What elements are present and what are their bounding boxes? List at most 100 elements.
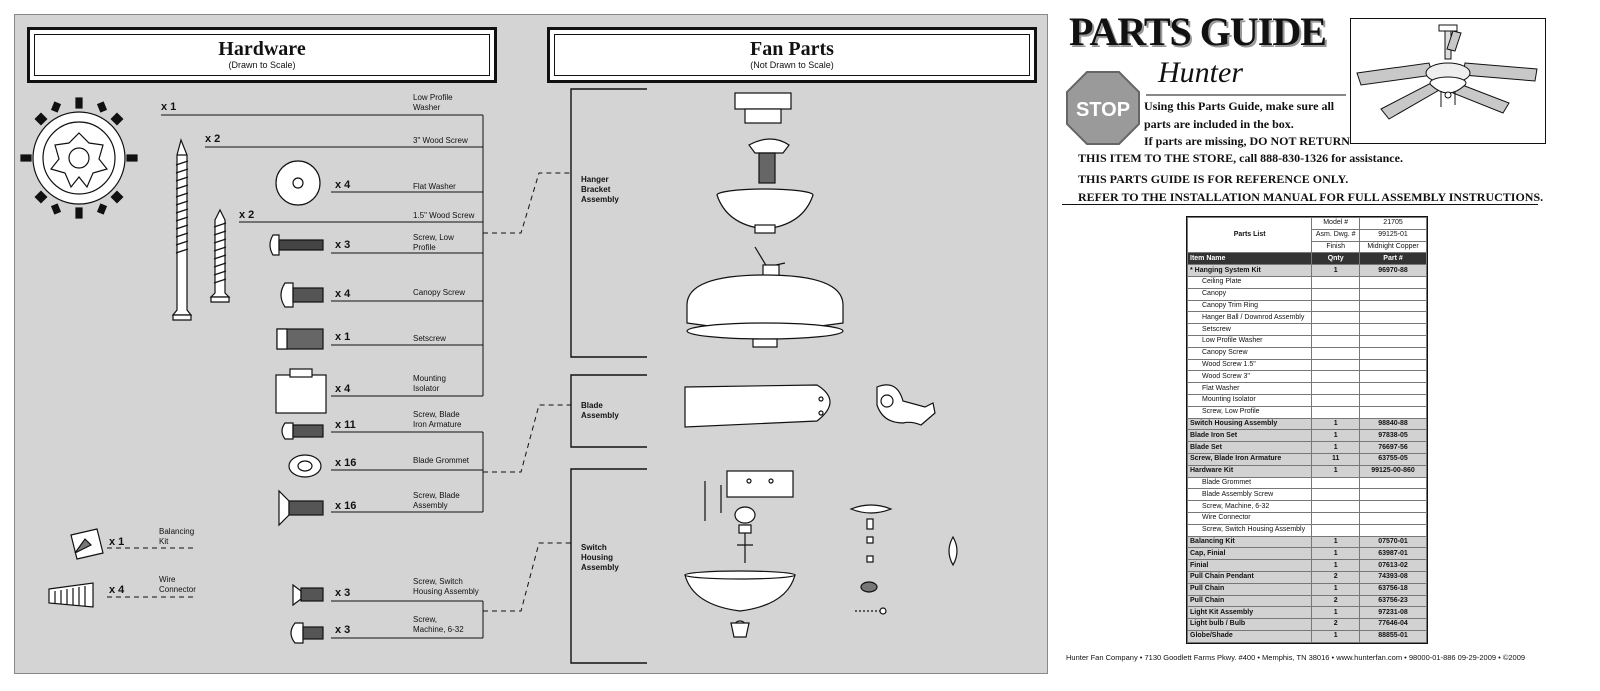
parts-cell-qty: 2 — [1311, 618, 1361, 631]
hardware-title: Hardware — [218, 38, 306, 60]
label-wood-screw-15in: 1.5" Wood Screw — [413, 211, 475, 220]
parts-cell-qty — [1311, 287, 1361, 301]
qty-low-profile-washer: x 1 — [161, 101, 177, 113]
parts-cell-part: 96970-88 — [1359, 264, 1427, 277]
parts-cell-name: Screw, Switch Housing Assembly — [1186, 523, 1313, 537]
logo-rule — [1146, 94, 1346, 96]
parts-cell-qty: 1 — [1311, 417, 1361, 431]
parts-cell-part: 63756-23 — [1359, 594, 1427, 608]
parts-cell-qty — [1311, 382, 1361, 395]
label-mounting-isolator-b: Isolator — [413, 384, 440, 393]
parts-cell-name: Wire Connector — [1186, 511, 1313, 525]
stop-sign-icon: STOP — [1066, 71, 1140, 145]
parts-cell-name: Flat Washer — [1186, 382, 1313, 395]
label-screw-blade-assembly-a: Screw, Blade — [413, 491, 460, 500]
label-wood-screw-3in: 3" Wood Screw — [413, 136, 468, 145]
parts-cell-name: Pull Chain Pendant — [1186, 570, 1313, 584]
parts-cell-part — [1359, 500, 1427, 513]
parts-cell-qty: 1 — [1311, 559, 1361, 572]
label-wire-connector-a: Wire — [159, 575, 176, 584]
parts-cell-part: 74393-08 — [1359, 570, 1427, 584]
parts-cell-part — [1359, 511, 1427, 525]
parts-cell-part: 97231-08 — [1359, 606, 1427, 620]
parts-cell-name: Cap, Finial — [1186, 547, 1313, 561]
group-hanger-l2: Bracket — [581, 185, 611, 194]
finial-parts-drawing — [849, 504, 958, 615]
qty-balancing-kit: x 1 — [109, 536, 125, 548]
label-screw-blade-iron-a: Screw, Blade — [413, 410, 460, 419]
parts-cell-part: 07613-02 — [1359, 559, 1427, 572]
label-screw-switch-housing-b: Housing Assembly — [413, 587, 479, 596]
parts-cell-part — [1359, 299, 1427, 313]
parts-cell-part — [1359, 358, 1427, 372]
parts-cell-name: * Hanging System Kit — [1186, 264, 1313, 277]
finish-value: Midnight Copper — [1359, 240, 1427, 254]
parts-cell-part — [1359, 405, 1427, 419]
qty-wire-connector: x 4 — [109, 584, 125, 596]
qty-wood-screw-15in: x 2 — [239, 209, 255, 221]
parts-cell-qty: 11 — [1311, 452, 1361, 466]
table-row: Screw, Machine, 6-32 — [1186, 500, 1427, 513]
group-hanger-l1: Hanger — [581, 175, 609, 184]
qty-screw-switch-housing: x 3 — [335, 587, 351, 599]
parts-cell-name: Wood Screw 1.5" — [1186, 358, 1313, 372]
label-screw-low-profile-b: Profile — [413, 243, 436, 252]
parts-list-table: Parts List Model # 21705 Asm. Dwg. # 991… — [1186, 216, 1428, 644]
label-screw-machine-a: Screw, — [413, 615, 438, 624]
parts-cell-qty: 1 — [1311, 606, 1361, 620]
notice-line-1: Using this Parts Guide, make sure all — [1144, 99, 1335, 113]
parts-cell-name: Hanger Ball / Downrod Assembly — [1186, 311, 1313, 325]
model-value: 21705 — [1359, 217, 1427, 230]
fan-parts-title: Fan Parts — [750, 38, 834, 60]
qty-mounting-isolator: x 4 — [335, 383, 351, 395]
table-row: Canopy Trim Ring — [1186, 299, 1427, 313]
parts-cell-name: Finial — [1186, 559, 1313, 572]
label-balancing-kit-b: Kit — [159, 537, 169, 546]
hunter-logo: Hunter — [1158, 56, 1243, 89]
table-row: Low Profile Washer — [1186, 334, 1427, 348]
parts-cell-part: 88855-01 — [1359, 629, 1427, 643]
parts-cell-qty: 1 — [1311, 464, 1361, 478]
label-mounting-isolator-a: Mounting — [413, 374, 446, 383]
parts-cell-part: 98840-88 — [1359, 417, 1427, 431]
parts-cell-name: Globe/Shade — [1186, 629, 1313, 643]
fan-parts-banner: Fan Parts (Not Drawn to Scale) — [547, 27, 1037, 83]
parts-cell-part — [1359, 311, 1427, 325]
parts-cell-qty: 2 — [1311, 570, 1361, 584]
wire-connector-drawing — [48, 582, 94, 608]
qty-screw-blade-iron: x 11 — [335, 419, 356, 431]
parts-cell-part — [1359, 287, 1427, 301]
setscrew-drawing — [276, 328, 324, 350]
hardware-drawings — [20, 88, 958, 664]
blade-grommet-drawing — [288, 454, 322, 478]
parts-cell-part — [1359, 488, 1427, 502]
parts-cell-name: Screw, Blade Iron Armature — [1186, 452, 1313, 466]
group-switch-l2: Housing — [581, 553, 613, 562]
label-screw-blade-assembly-b: Assembly — [413, 501, 448, 510]
table-row: Setscrew — [1186, 323, 1427, 336]
glass-shade-drawing — [684, 570, 796, 638]
header-part: Part # — [1359, 252, 1427, 266]
parts-cell-part: 97838-05 — [1359, 429, 1427, 443]
parts-cell-part — [1359, 275, 1427, 289]
parts-cell-part — [1359, 476, 1427, 490]
table-row: Canopy — [1186, 287, 1427, 301]
label-screw-blade-iron-b: Iron Armature — [413, 420, 462, 429]
parts-cell-qty — [1311, 311, 1361, 325]
qty-screw-machine: x 3 — [335, 624, 351, 636]
parts-cell-name: Canopy Trim Ring — [1186, 299, 1313, 313]
finish-label: Finish — [1311, 240, 1361, 254]
parts-cell-part — [1359, 346, 1427, 360]
parts-list-title: Parts List — [1186, 216, 1313, 254]
fan-product-image — [1350, 18, 1546, 144]
parts-cell-qty — [1311, 405, 1361, 419]
parts-cell-name: Pull Chain — [1186, 594, 1313, 608]
parts-cell-part: 77646-04 — [1359, 618, 1427, 631]
notice-line-6: REFER TO THE INSTALLATION MANUAL FOR FUL… — [1078, 190, 1544, 204]
parts-cell-qty — [1311, 358, 1361, 372]
